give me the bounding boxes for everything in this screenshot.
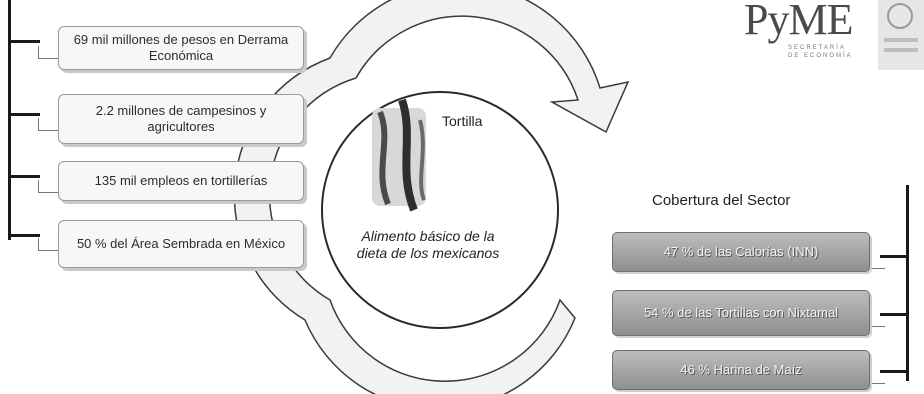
left-connector-step: [38, 180, 59, 193]
left-item-box: 69 mil millones de pesos en Derrama Econ…: [58, 26, 304, 70]
circular-arrow-body: [233, 0, 630, 394]
left-item-box: 135 mil empleos en tortillerías: [58, 161, 304, 201]
right-connector: [880, 255, 908, 258]
left-item-text: 2.2 millones de campesinos y agricultore…: [95, 103, 267, 134]
left-connector-step: [38, 118, 59, 131]
coverage-item-text: 54 % de las Tortillas con Nixtamal: [643, 305, 839, 320]
left-connector-bar: [8, 0, 11, 240]
left-item-box: 2.2 millones de campesinos y agricultore…: [58, 94, 304, 144]
left-item-text: 50 % del Área Sembrada en México: [76, 236, 286, 251]
right-connector: [880, 370, 908, 373]
left-item-text: 135 mil empleos en tortillerías: [94, 173, 268, 188]
tortilla-title: Tortilla: [442, 113, 483, 129]
left-connector: [8, 40, 40, 43]
inner-circle: [321, 91, 559, 329]
right-connector-step: [868, 316, 885, 327]
coverage-item-text: 46 % Harina de Maíz: [680, 362, 802, 377]
tortilla-caption: Alimento básico de la dieta de los mexic…: [356, 228, 500, 261]
logo-subtitle-line: DE ECONOMÍA: [788, 53, 853, 59]
left-connector: [8, 113, 40, 116]
right-connector-step: [868, 258, 885, 269]
left-item-text: 69 mil millones de pesos en Derrama Econ…: [73, 32, 289, 63]
coverage-heading: Cobertura del Sector: [652, 192, 791, 209]
coverage-item-box: 46 % Harina de Maíz: [612, 350, 870, 390]
pyme-logo: PyME SECRETARÍA DE ECONOMÍA: [744, 0, 924, 72]
coverage-item-box: 54 % de las Tortillas con Nixtamal: [612, 290, 870, 336]
logo-subtitle: SECRETARÍA DE ECONOMÍA: [788, 44, 898, 60]
left-connector-step: [38, 238, 59, 251]
logo-subtitle-line: SECRETARÍA: [788, 45, 846, 51]
right-connector-step: [868, 373, 885, 384]
left-connector: [8, 175, 40, 178]
left-connector: [8, 234, 40, 237]
right-connector: [880, 313, 908, 316]
coverage-item-text: 47 % de las Calorías (INN): [663, 244, 819, 259]
left-connector-step: [38, 46, 59, 59]
secretaria-seal: [878, 0, 924, 70]
coverage-item-box: 47 % de las Calorías (INN): [612, 232, 870, 272]
tortilla-photo: [372, 98, 426, 212]
logo-wordmark: PyME: [744, 0, 853, 44]
right-connector-bar: [906, 185, 909, 381]
left-item-box: 50 % del Área Sembrada en México: [58, 220, 304, 268]
